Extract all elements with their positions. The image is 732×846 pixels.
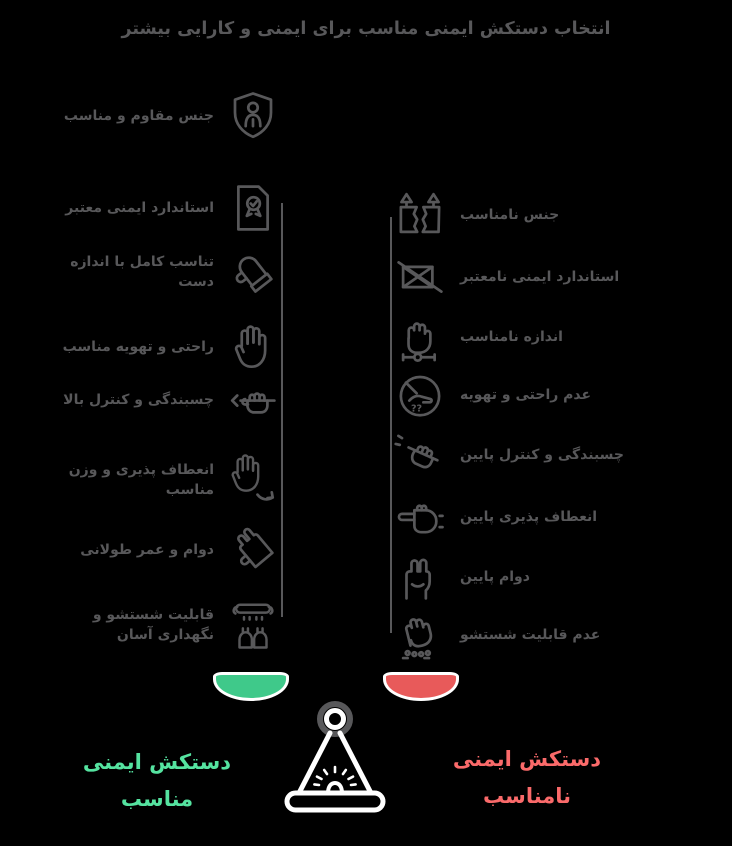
drawback-label: جنس نامناسب — [460, 206, 560, 223]
drawback-item-flexibility: انعطاف پذیری پایین — [393, 487, 597, 547]
benefit-item-standard: استاندارد ایمنی معتبر — [65, 178, 280, 238]
drawback-label: استاندارد ایمنی نامعتبر — [460, 268, 620, 285]
question-marks: ?? — [411, 403, 422, 414]
drawback-item-grip: چسبندگی و کنترل پایین — [393, 425, 624, 485]
benefit-label: تناسب کامل با اندازه دست — [70, 253, 214, 290]
washable-gloves-icon — [226, 598, 280, 652]
certificate-check-icon — [226, 181, 280, 235]
benefit-item-washable: قابلیت شستشو و نگهداری آسان — [93, 595, 280, 655]
benefit-item-flexibility: انعطاف پذیری و وزن مناسب — [69, 450, 280, 510]
page-title: انتخاب دستکش ایمنی مناسب برای ایمنی و کا… — [121, 19, 611, 39]
benefit-item-fit: تناسب کامل با اندازه دست — [70, 242, 280, 302]
torn-material-icon — [393, 188, 447, 242]
low-grip-icon — [393, 428, 447, 482]
benefit-label: قابلیت شستشو و نگهداری آسان — [92, 606, 214, 643]
benefit-label: چسبندگی و کنترل بالا — [63, 391, 214, 408]
flexible-hand-icon — [226, 453, 280, 507]
open-hand-icon — [226, 320, 280, 374]
drawback-label: عدم قابلیت شستشو — [460, 626, 601, 643]
worn-glove-icon — [393, 550, 447, 604]
drawback-item-size: اندازه نامناسب — [393, 307, 563, 367]
good-column-divider-line — [281, 203, 283, 617]
drawback-item-comfort: ?? عدم راحتی و تهویه — [393, 365, 591, 425]
benefit-item-comfort: راحتی و تهویه مناسب — [63, 317, 280, 377]
drawback-label: انعطاف پذیری پایین — [460, 508, 598, 525]
durable-glove-icon — [226, 523, 280, 577]
benefit-item-material: جنس مقاوم و مناسب — [64, 86, 280, 146]
benefit-label: راحتی و تهویه مناسب — [62, 338, 214, 355]
benefit-item-durability: دوام و عمر طولانی — [80, 520, 280, 580]
drawback-label: دوام پایین — [460, 568, 530, 585]
benefit-label: انعطاف پذیری و وزن مناسب — [68, 461, 214, 498]
drawback-label: چسبندگی و کنترل پایین — [460, 446, 624, 463]
shield-person-icon — [226, 89, 280, 143]
not-washable-icon — [393, 608, 447, 662]
benefit-label: دوام و عمر طولانی — [80, 541, 214, 558]
no-comfort-icon: ?? — [393, 368, 447, 422]
good-verdict-label: دستکش ایمنی مناسب — [82, 750, 232, 811]
bad-verdict-label: دستکش ایمنی نامناسب — [452, 747, 602, 808]
balance-scale-icon — [284, 701, 386, 813]
benefit-label: جنس مقاوم و مناسب — [63, 107, 214, 124]
grip-control-icon — [226, 373, 280, 427]
drawback-item-standard: استاندارد ایمنی نامعتبر — [393, 247, 619, 307]
bad-scale-bowl — [383, 672, 459, 701]
wrong-size-icon — [393, 310, 447, 364]
drawback-label: عدم راحتی و تهویه — [460, 386, 592, 403]
drawback-item-material: جنس نامناسب — [393, 185, 559, 245]
drawback-item-durability: دوام پایین — [393, 547, 530, 607]
benefit-label: استاندارد ایمنی معتبر — [65, 199, 214, 216]
stiff-hand-icon — [393, 490, 447, 544]
drawback-item-washability: عدم قابلیت شستشو — [393, 605, 600, 665]
drawback-label: اندازه نامناسب — [460, 328, 563, 345]
benefit-item-grip: چسبندگی و کنترل بالا — [63, 370, 280, 430]
crossed-standard-icon — [393, 250, 447, 304]
glove-fit-icon — [226, 245, 280, 299]
bad-column-divider-line — [390, 217, 392, 633]
